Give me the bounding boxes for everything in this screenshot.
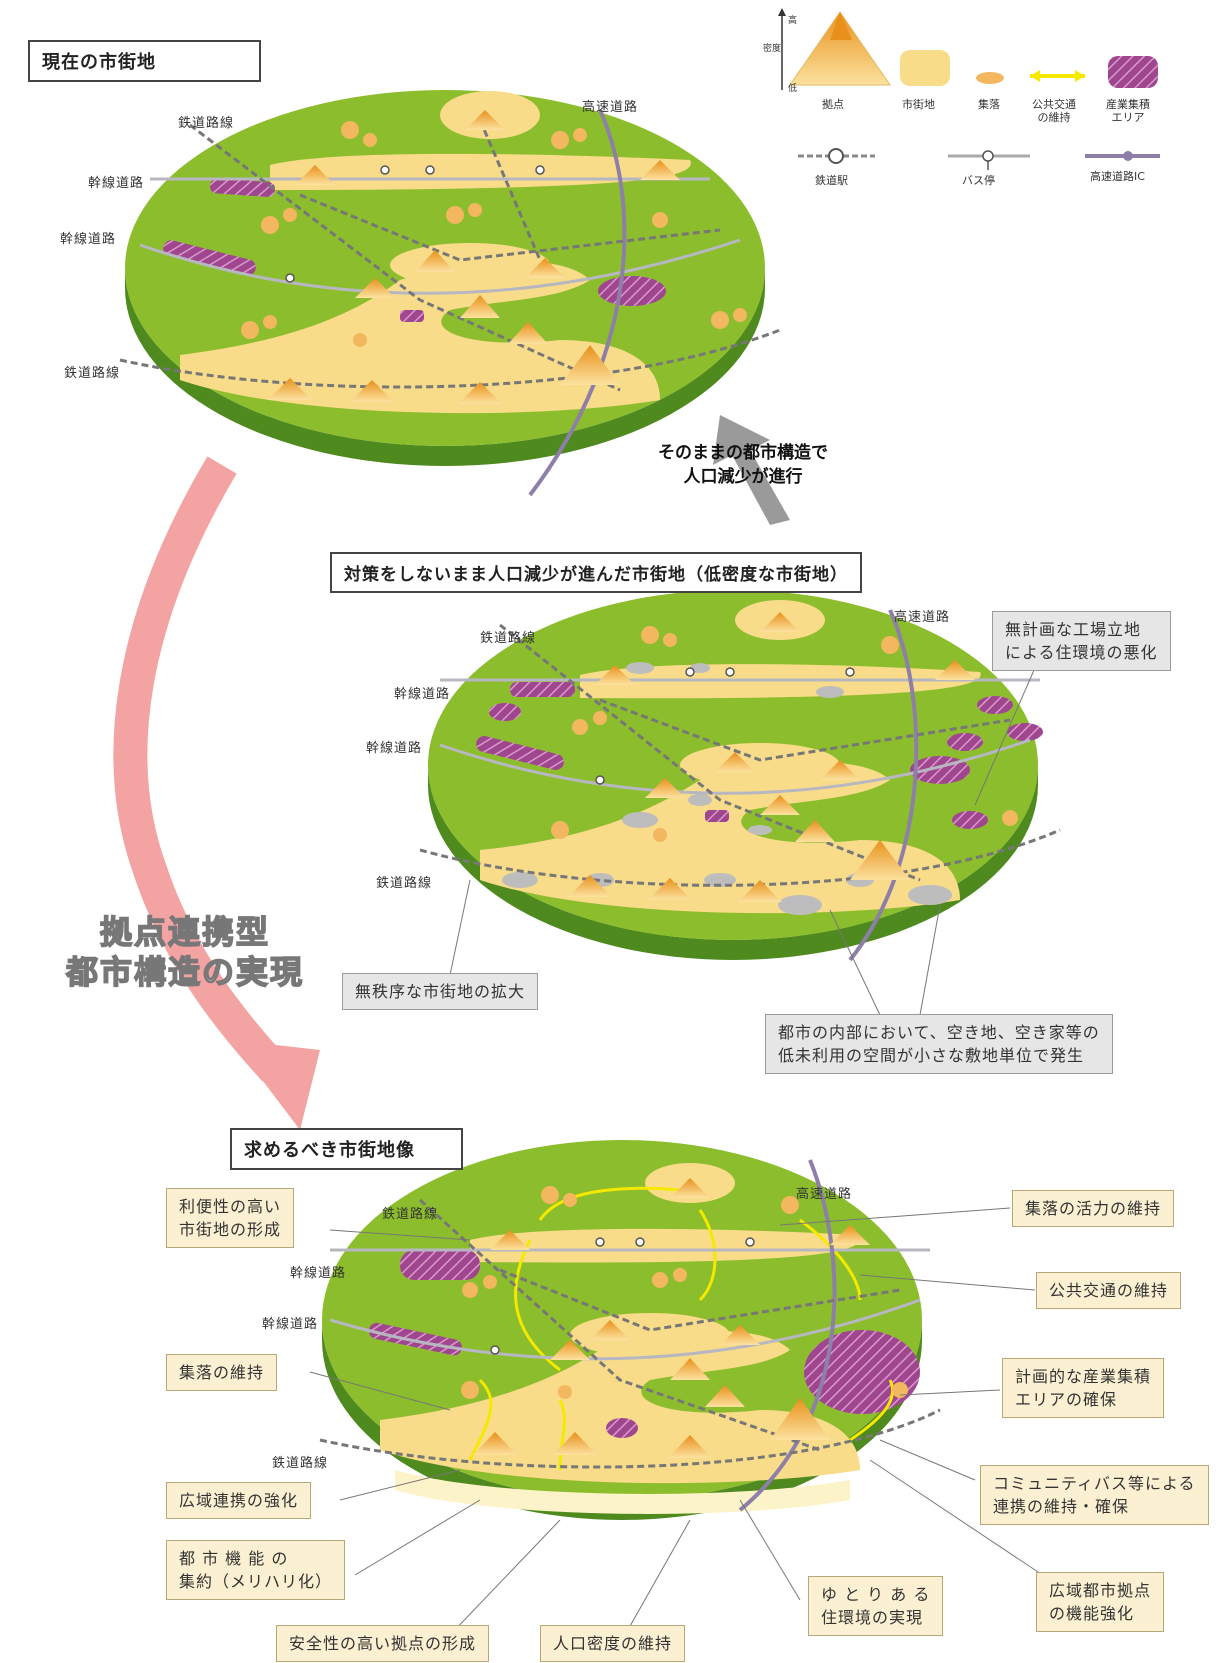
map1-railway-label-2: 鉄道路線 [64, 366, 121, 381]
map3-railway-label: 鉄道路線 [382, 1207, 439, 1222]
callout-function-concentration: 都 市 機 能 の 集約（メリハリ化） [166, 1540, 346, 1601]
map3-railway-label-2: 鉄道路線 [272, 1456, 329, 1471]
big-arrow-label: 拠点連携型 都市構造の実現 [65, 912, 305, 992]
callout-community-bus: コミュニティバス等による 連携の維持・確保 [980, 1465, 1209, 1526]
map1-trunk-road-label-2: 幹線道路 [60, 232, 117, 247]
map-desired [309, 1140, 1051, 1636]
callout-public-transit: 公共交通の維持 [1036, 1272, 1182, 1310]
map2-trunk-road-label-1: 幹線道路 [394, 687, 451, 702]
map3-trunk-road-label-1: 幹線道路 [290, 1266, 347, 1281]
callout-village-keep: 集落の維持 [166, 1354, 278, 1392]
legend-low-label: 低 [788, 84, 798, 94]
section1-title: 現在の市街地 [28, 40, 261, 82]
map1-highway-label: 高速道路 [582, 100, 639, 115]
map2-highway-label: 高速道路 [894, 610, 951, 625]
callout-disorderly-sprawl: 無秩序な市街地の拡大 [342, 973, 539, 1011]
legend-density-label: 密度 [763, 44, 782, 54]
section3-title: 求めるべき市街地像 [230, 1128, 463, 1170]
callout-comfortable-living: ゆ と り あ る 住環境の実現 [808, 1576, 944, 1637]
map1-railway-label: 鉄道路線 [178, 116, 235, 131]
gray-transition-arrow [713, 415, 790, 525]
map2-railway-label-2: 鉄道路線 [376, 876, 433, 891]
legend-base-point: 拠点 [822, 98, 844, 111]
legend-highway-ic: 高速道路IC [1090, 170, 1145, 183]
legend-industry: 産業集積 エリア [1106, 98, 1150, 125]
section2-title: 対策をしないまま人口減少が進んだ市街地（低密度な市街地） [330, 552, 862, 593]
callout-regional-link: 広域連携の強化 [166, 1482, 312, 1520]
callout-population-density: 人口密度の維持 [540, 1625, 686, 1663]
map2-trunk-road-label-2: 幹線道路 [366, 741, 423, 756]
map-current [119, 90, 781, 497]
map3-trunk-road-label-2: 幹線道路 [262, 1317, 319, 1332]
map2-railway-label: 鉄道路線 [480, 631, 537, 646]
legend-bus-stop: バス停 [962, 174, 995, 187]
big-curved-arrow [113, 456, 320, 1130]
callout-industry-area: 計画的な産業集積 エリアの確保 [1002, 1358, 1165, 1419]
callout-safe-hub: 安全性の高い拠点の形成 [276, 1625, 490, 1663]
map3-highway-label: 高速道路 [796, 1187, 853, 1202]
map-declined [419, 590, 1061, 1016]
callout-village-vitality: 集落の活力の維持 [1012, 1190, 1175, 1228]
legend-urban-area: 市街地 [902, 98, 935, 111]
transition-text: そのままの都市構造で 人口減少が進行 [658, 443, 828, 487]
callout-regional-hub: 広域都市拠点 の機能強化 [1036, 1572, 1165, 1633]
callout-convenient-urban: 利便性の高い 市街地の形成 [166, 1188, 295, 1249]
legend-high-label: 高 [788, 16, 798, 26]
callout-vacant-lots: 都市の内部において、空き地、空き家等の 低未利用の空間が小さな敷地単位で発生 [765, 1014, 1113, 1075]
legend-station: 鉄道駅 [815, 174, 848, 187]
map1-trunk-road-label-1: 幹線道路 [88, 176, 145, 191]
callout-unplanned-factory: 無計画な工場立地 による住環境の悪化 [992, 611, 1171, 672]
legend-graphics [778, 8, 1160, 170]
legend-transit: 公共交通 の維持 [1032, 98, 1076, 125]
legend-village: 集落 [978, 98, 1000, 111]
